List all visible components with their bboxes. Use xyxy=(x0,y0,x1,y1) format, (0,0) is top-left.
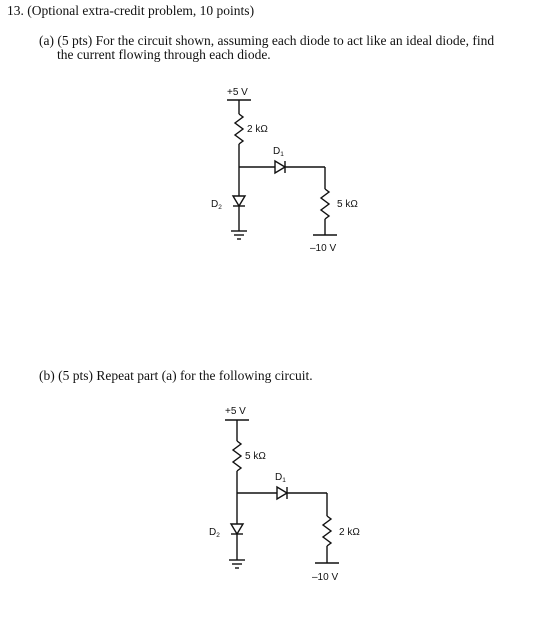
circuit-b: +5 V 5 kΩ D1 2 kΩ –10 V D2 xyxy=(209,406,360,583)
circuit-a-top-resistor-label: 2 kΩ xyxy=(247,124,268,135)
circuit-b-right-resistor xyxy=(321,515,333,547)
circuit-a-d1-label: D1 xyxy=(273,146,284,158)
circuit-a-right-resistor-label: 5 kΩ xyxy=(337,199,358,210)
part-a-text: (a) (5 pts) For the circuit shown, assum… xyxy=(39,34,519,62)
circuit-a-top-resistor xyxy=(233,113,245,145)
problem-title: 13. (Optional extra-credit problem, 10 p… xyxy=(7,3,255,18)
circuit-b-d1-label: D1 xyxy=(275,472,286,484)
circuit-a: +5 V 2 kΩ D1 5 kΩ –10 V D2 xyxy=(211,87,358,254)
circuit-a-d1-diode xyxy=(274,159,287,175)
circuit-a-d2-diode xyxy=(231,195,247,208)
circuit-b-right-resistor-label: 2 kΩ xyxy=(339,527,360,538)
circuit-a-d2-label: D2 xyxy=(211,199,222,211)
part-a-line-2: the current flowing through each diode. xyxy=(57,47,271,62)
part-b-text: (b) (5 pts) Repeat part (a) for the foll… xyxy=(39,368,313,383)
circuit-a-supply-label: +5 V xyxy=(227,87,248,98)
circuit-b-top-resistor-label: 5 kΩ xyxy=(245,451,266,462)
circuit-a-right-resistor xyxy=(319,188,331,220)
circuit-b-d2-label: D2 xyxy=(209,527,220,539)
circuit-b-d2-diode xyxy=(229,523,245,536)
circuit-a-negative-label: –10 V xyxy=(310,243,336,254)
part-a-line-1: (a) (5 pts) For the circuit shown, assum… xyxy=(39,33,495,48)
circuit-b-top-resistor xyxy=(231,440,243,472)
circuit-b-negative-label: –10 V xyxy=(312,572,338,583)
circuit-b-supply-label: +5 V xyxy=(225,406,246,417)
circuit-b-d1-diode xyxy=(276,485,289,501)
